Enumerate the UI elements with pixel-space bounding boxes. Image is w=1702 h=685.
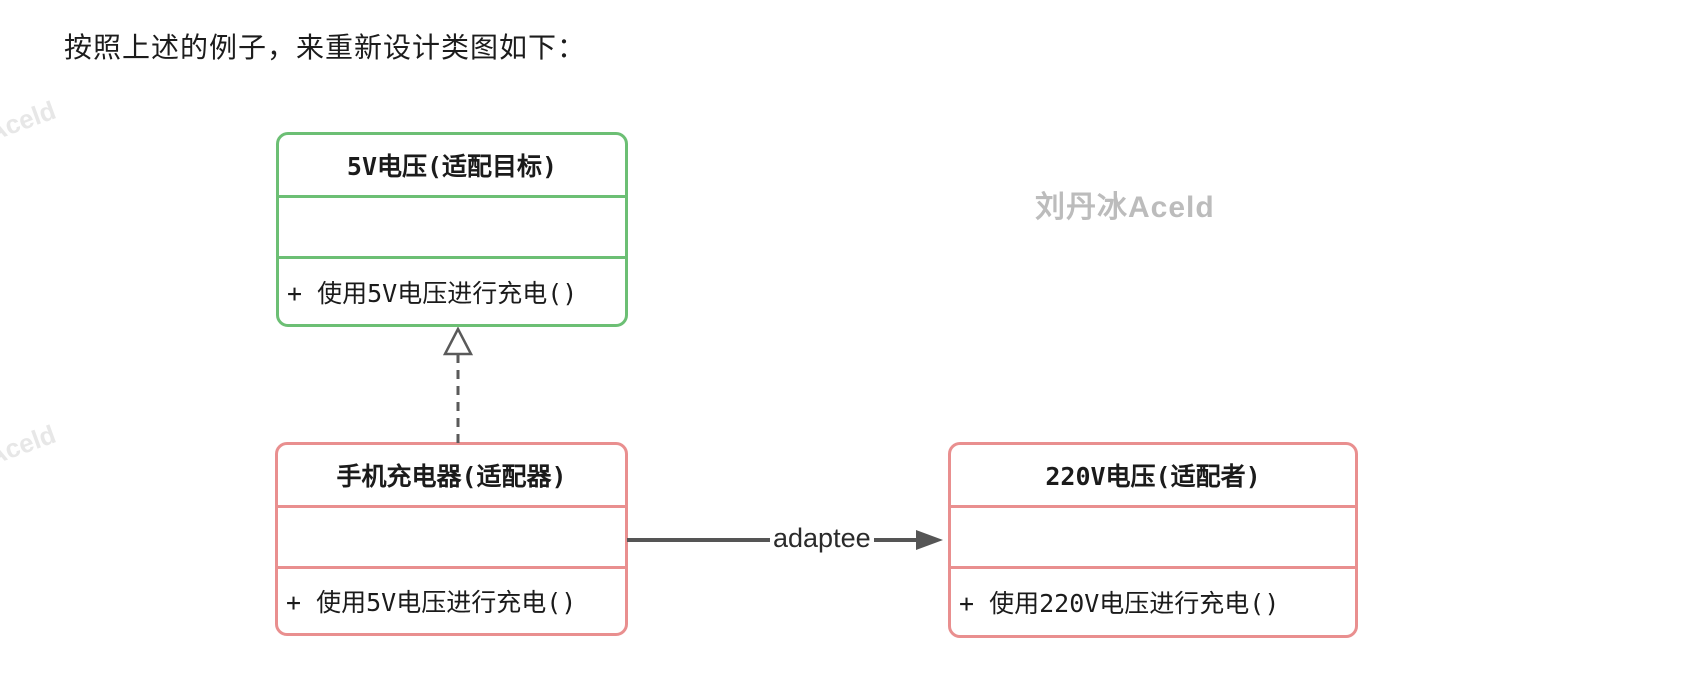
association-label: adaptee — [770, 523, 874, 554]
page-title: 按照上述的例子，来重新设计类图如下： — [64, 32, 587, 63]
class-box-adaptee: 220V电压(适配者) + 使用220V电压进行充电() — [948, 442, 1358, 638]
watermark-corner-bottom: Aceld — [0, 418, 60, 472]
class-method-adaptee: + 使用220V电压进行充电() — [959, 589, 1280, 618]
class-method-adapter: + 使用5V电压进行充电() — [286, 588, 577, 617]
class-title-target: 5V电压(适配目标) — [346, 152, 558, 181]
class-box-adapter: 手机充电器(适配器) + 使用5V电压进行充电() — [275, 442, 628, 636]
hollow-triangle-icon — [442, 327, 474, 356]
realization-connector — [442, 327, 474, 443]
class-attributes-target — [279, 195, 625, 259]
class-method-target: + 使用5V电压进行充电() — [287, 278, 578, 308]
watermark-author: 刘丹冰Aceld — [1035, 191, 1215, 224]
class-title-adaptee: 220V电压(适配者) — [1045, 462, 1261, 491]
association-arrowhead-icon — [916, 530, 943, 550]
class-box-target: 5V电压(适配目标) + 使用5V电压进行充电() — [276, 132, 628, 327]
watermark-corner-top: Aceld — [0, 94, 60, 148]
class-attributes-adapter — [278, 505, 625, 569]
class-attributes-adaptee — [951, 505, 1355, 569]
class-title-adapter: 手机充电器(适配器) — [336, 462, 567, 491]
